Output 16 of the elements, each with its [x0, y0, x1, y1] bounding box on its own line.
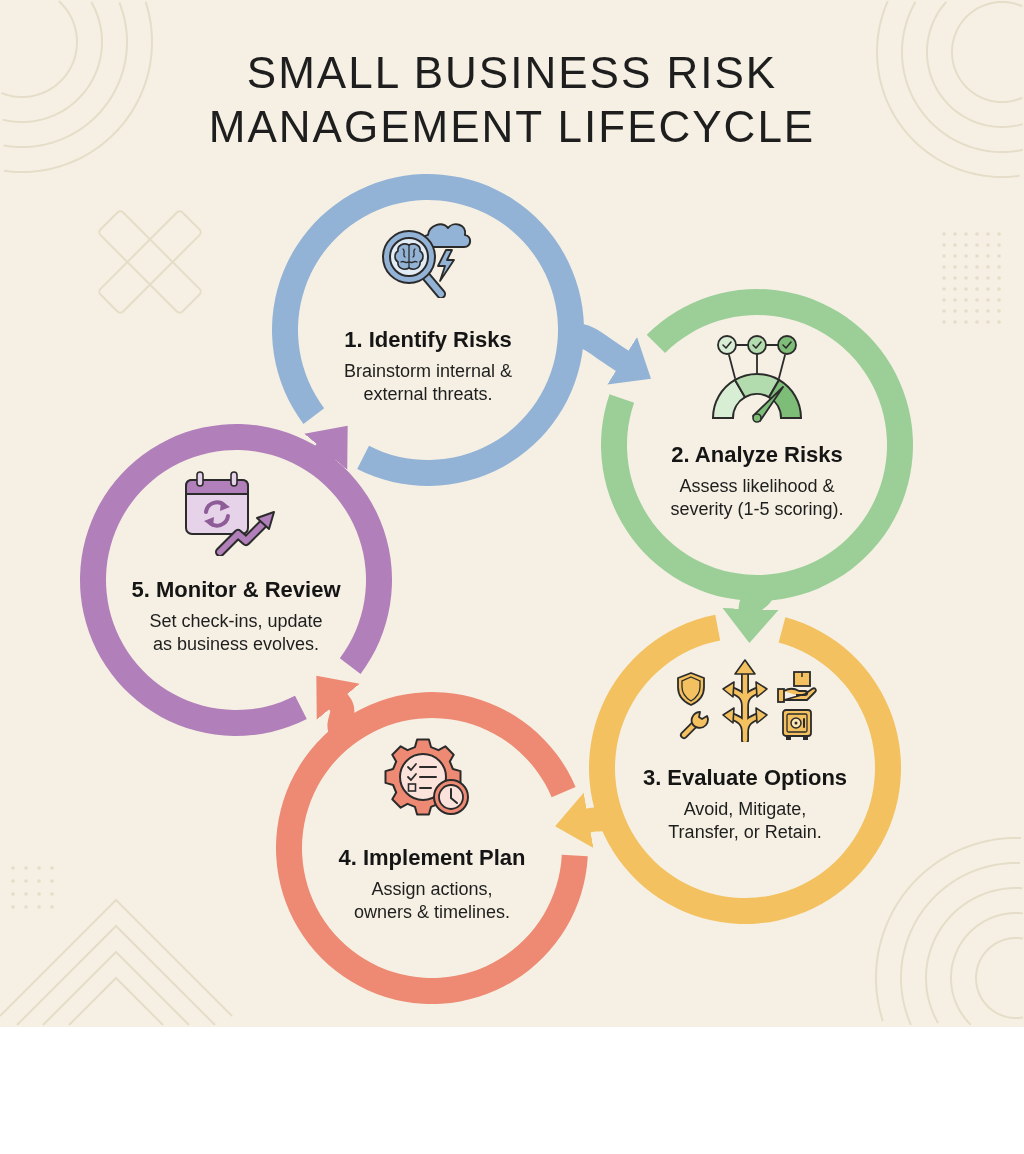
step-title: 4. Implement Plan	[337, 845, 527, 871]
step-ring	[276, 692, 588, 1004]
step-description: Set check-ins, update as business evolves.	[148, 610, 324, 656]
step-title: 5. Monitor & Review	[130, 577, 342, 603]
step-description: Assess likelihood & severity (1-5 scoring).	[669, 475, 845, 521]
step-ring	[589, 612, 901, 924]
step-ring	[601, 289, 913, 601]
step-description: Assign actions, owners & timelines.	[352, 878, 512, 924]
title: SMALL BUSINESS RISK MANAGEMENT LIFECYCLE	[207, 47, 817, 153]
step-title: 2. Analyze Risks	[670, 442, 844, 468]
step-description: Brainstorm internal & external threats.	[342, 360, 514, 406]
step-title: 3. Evaluate Options	[641, 765, 849, 791]
step-title: 1. Identify Risks	[343, 327, 513, 353]
step-description: Avoid, Mitigate, Transfer, or Retain.	[667, 798, 823, 844]
step-ring	[272, 174, 584, 486]
step-ring	[80, 424, 392, 736]
